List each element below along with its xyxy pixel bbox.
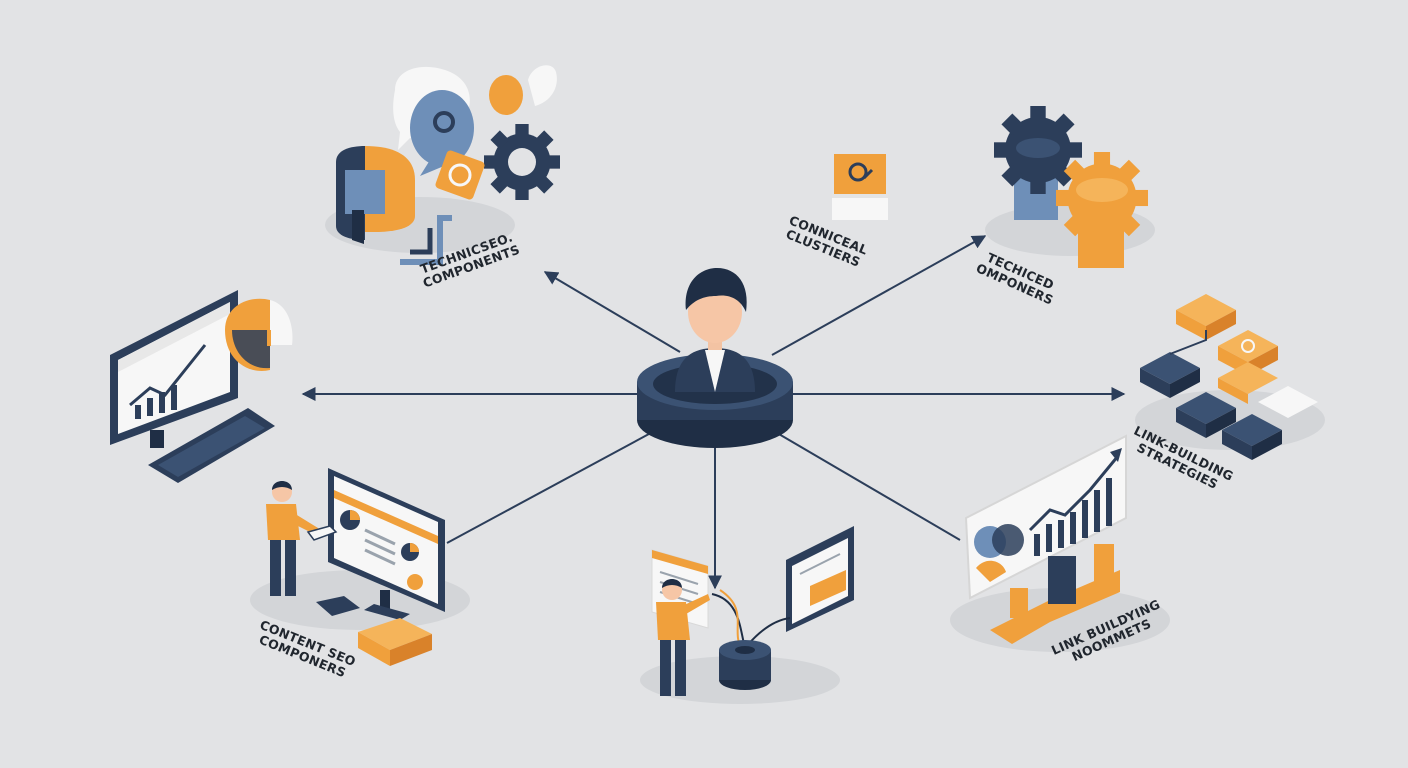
stacked-gears-icon xyxy=(985,106,1155,268)
hub-person-icon xyxy=(637,268,793,448)
block-hierarchy-icon xyxy=(1135,294,1325,460)
presenter-monitor-icon xyxy=(250,468,470,666)
connectors xyxy=(301,235,1126,590)
connector-top-left xyxy=(543,271,681,353)
document-worker-icon xyxy=(640,526,854,704)
analytics-monitor-icon xyxy=(110,290,293,483)
search-cube-icon xyxy=(832,154,888,220)
connector-bottom-left xyxy=(446,427,661,544)
growth-chart-board-icon xyxy=(950,434,1170,652)
connector-bottom-right xyxy=(771,429,961,541)
speech-bubbles-gears-icon xyxy=(325,65,560,265)
connector-top-right xyxy=(771,235,987,356)
